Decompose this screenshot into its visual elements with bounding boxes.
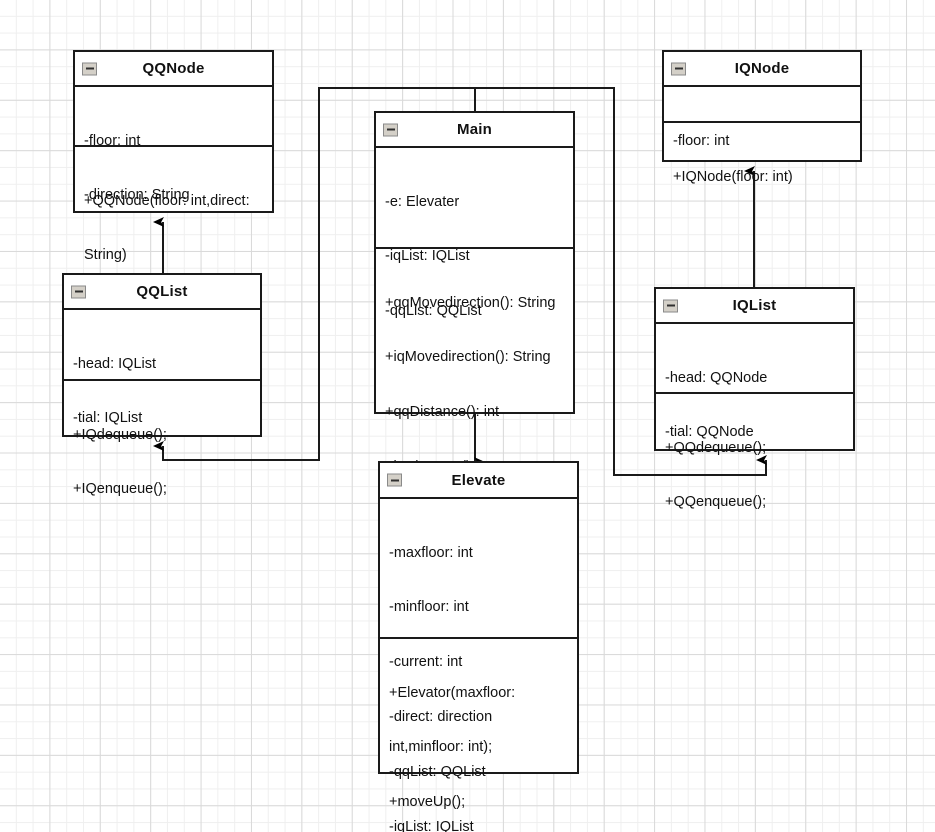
class-name-main: Main <box>457 121 492 138</box>
class-name-qqlist: QQList <box>136 283 188 300</box>
attribute-line: -tial: QQNode <box>665 424 754 441</box>
class-operations-qqlist: +IQdequeue(); +IQenqueue(); <box>64 381 260 539</box>
class-attributes-qqlist: -head: IQList -tial: IQList <box>64 310 260 426</box>
operation-line: +QQNode(floor: int,direct: <box>84 192 250 209</box>
collapse-minus-icon[interactable] <box>387 473 402 487</box>
attribute-line: -e: Elevater <box>385 193 460 210</box>
attribute-line: -head: QQNode <box>665 369 768 386</box>
attribute-line: -minfloor: int <box>389 599 469 616</box>
operation-line: +qqDistance(): int <box>385 404 500 421</box>
class-title-bar-main[interactable]: Main <box>376 113 573 148</box>
class-title-bar-qqnode[interactable]: QQNode <box>75 52 272 87</box>
class-title-bar-qqlist[interactable]: QQList <box>64 275 260 310</box>
class-box-iqlist[interactable]: IQList -head: QQNode -tial: QQNode +QQde… <box>654 287 855 510</box>
collapse-minus-icon[interactable] <box>671 62 686 75</box>
operation-line: +QQdequeue(); <box>665 439 767 456</box>
operation-line: +iqMovedirection(): String <box>385 349 551 366</box>
class-attributes-iqnode: -floor: int <box>664 87 860 149</box>
attribute-line: -floor: int <box>84 132 141 149</box>
operation-line: String) <box>84 247 127 264</box>
class-box-qqnode[interactable]: QQNode -floor: int -direction: String +Q… <box>73 50 274 263</box>
class-box-main[interactable]: Main -e: Elevater -iqList: IQList -qqLis… <box>374 111 575 640</box>
operation-line: +moveUp(); <box>389 794 466 811</box>
attribute-line: -qqList: QQList <box>389 764 486 781</box>
operation-line: int,minfloor: int); <box>389 739 493 756</box>
attribute-line: -qqList: QQList <box>385 303 482 320</box>
operation-line: +qqMovedirection(): String <box>385 294 556 311</box>
class-name-elevate: Elevate <box>451 471 506 489</box>
class-box-elevate[interactable]: Elevate -maxfloor: int -minfloor: int -c… <box>378 461 579 832</box>
class-operations-qqnode: +QQNode(floor: int,direct: String) <box>75 147 272 305</box>
attribute-line: -head: IQList <box>73 355 157 372</box>
operation-line: +IQNode(floor: int) <box>673 168 793 185</box>
attribute-line: -tial: IQList <box>73 410 143 427</box>
attribute-line: -direction: String <box>84 187 190 204</box>
class-operations-iqlist: +QQdequeue(); +QQenqueue(); <box>656 394 853 552</box>
class-box-iqnode[interactable]: IQNode -floor: int +IQNode(floor: int) <box>662 50 862 185</box>
collapse-minus-icon[interactable] <box>663 299 678 312</box>
collapse-minus-icon[interactable] <box>71 285 86 298</box>
class-name-iqnode: IQNode <box>734 60 790 77</box>
class-attributes-iqlist: -head: QQNode -tial: QQNode <box>656 324 853 440</box>
class-attributes-main: -e: Elevater -iqList: IQList -qqList: QQ… <box>376 148 573 319</box>
class-title-bar-elevate[interactable]: Elevate <box>380 463 577 499</box>
collapse-minus-icon[interactable] <box>383 123 398 136</box>
operation-line: +QQenqueue(); <box>665 494 767 511</box>
attribute-line: -iqList: IQList <box>385 248 470 265</box>
attribute-line: -direct: direction <box>389 709 493 726</box>
class-name-iqlist: IQList <box>732 297 777 314</box>
class-attributes-elevate: -maxfloor: int -minfloor: int -current: … <box>380 499 577 832</box>
class-name-qqnode: QQNode <box>142 60 205 77</box>
class-attributes-qqnode: -floor: int -direction: String <box>75 87 272 203</box>
class-title-bar-iqlist[interactable]: IQList <box>656 289 853 324</box>
attribute-line: -current: int <box>389 654 463 671</box>
attribute-line: -floor: int <box>673 132 730 149</box>
class-operations-iqnode: +IQNode(floor: int) <box>664 123 860 226</box>
operation-line: +IQenqueue(); <box>73 481 167 498</box>
collapse-minus-icon[interactable] <box>82 62 97 75</box>
attribute-line: -maxfloor: int <box>389 544 473 561</box>
attribute-line: -iqList: IQList <box>389 819 474 832</box>
class-title-bar-iqnode[interactable]: IQNode <box>664 52 860 87</box>
operation-line: +IQdequeue(); <box>73 426 167 443</box>
class-box-qqlist[interactable]: QQList -head: IQList -tial: IQList +IQde… <box>62 273 262 497</box>
class-operations-elevate: +Elevator(maxfloor: int,minfloor: int); … <box>380 639 577 832</box>
operation-line: +Elevator(maxfloor: <box>389 684 516 701</box>
